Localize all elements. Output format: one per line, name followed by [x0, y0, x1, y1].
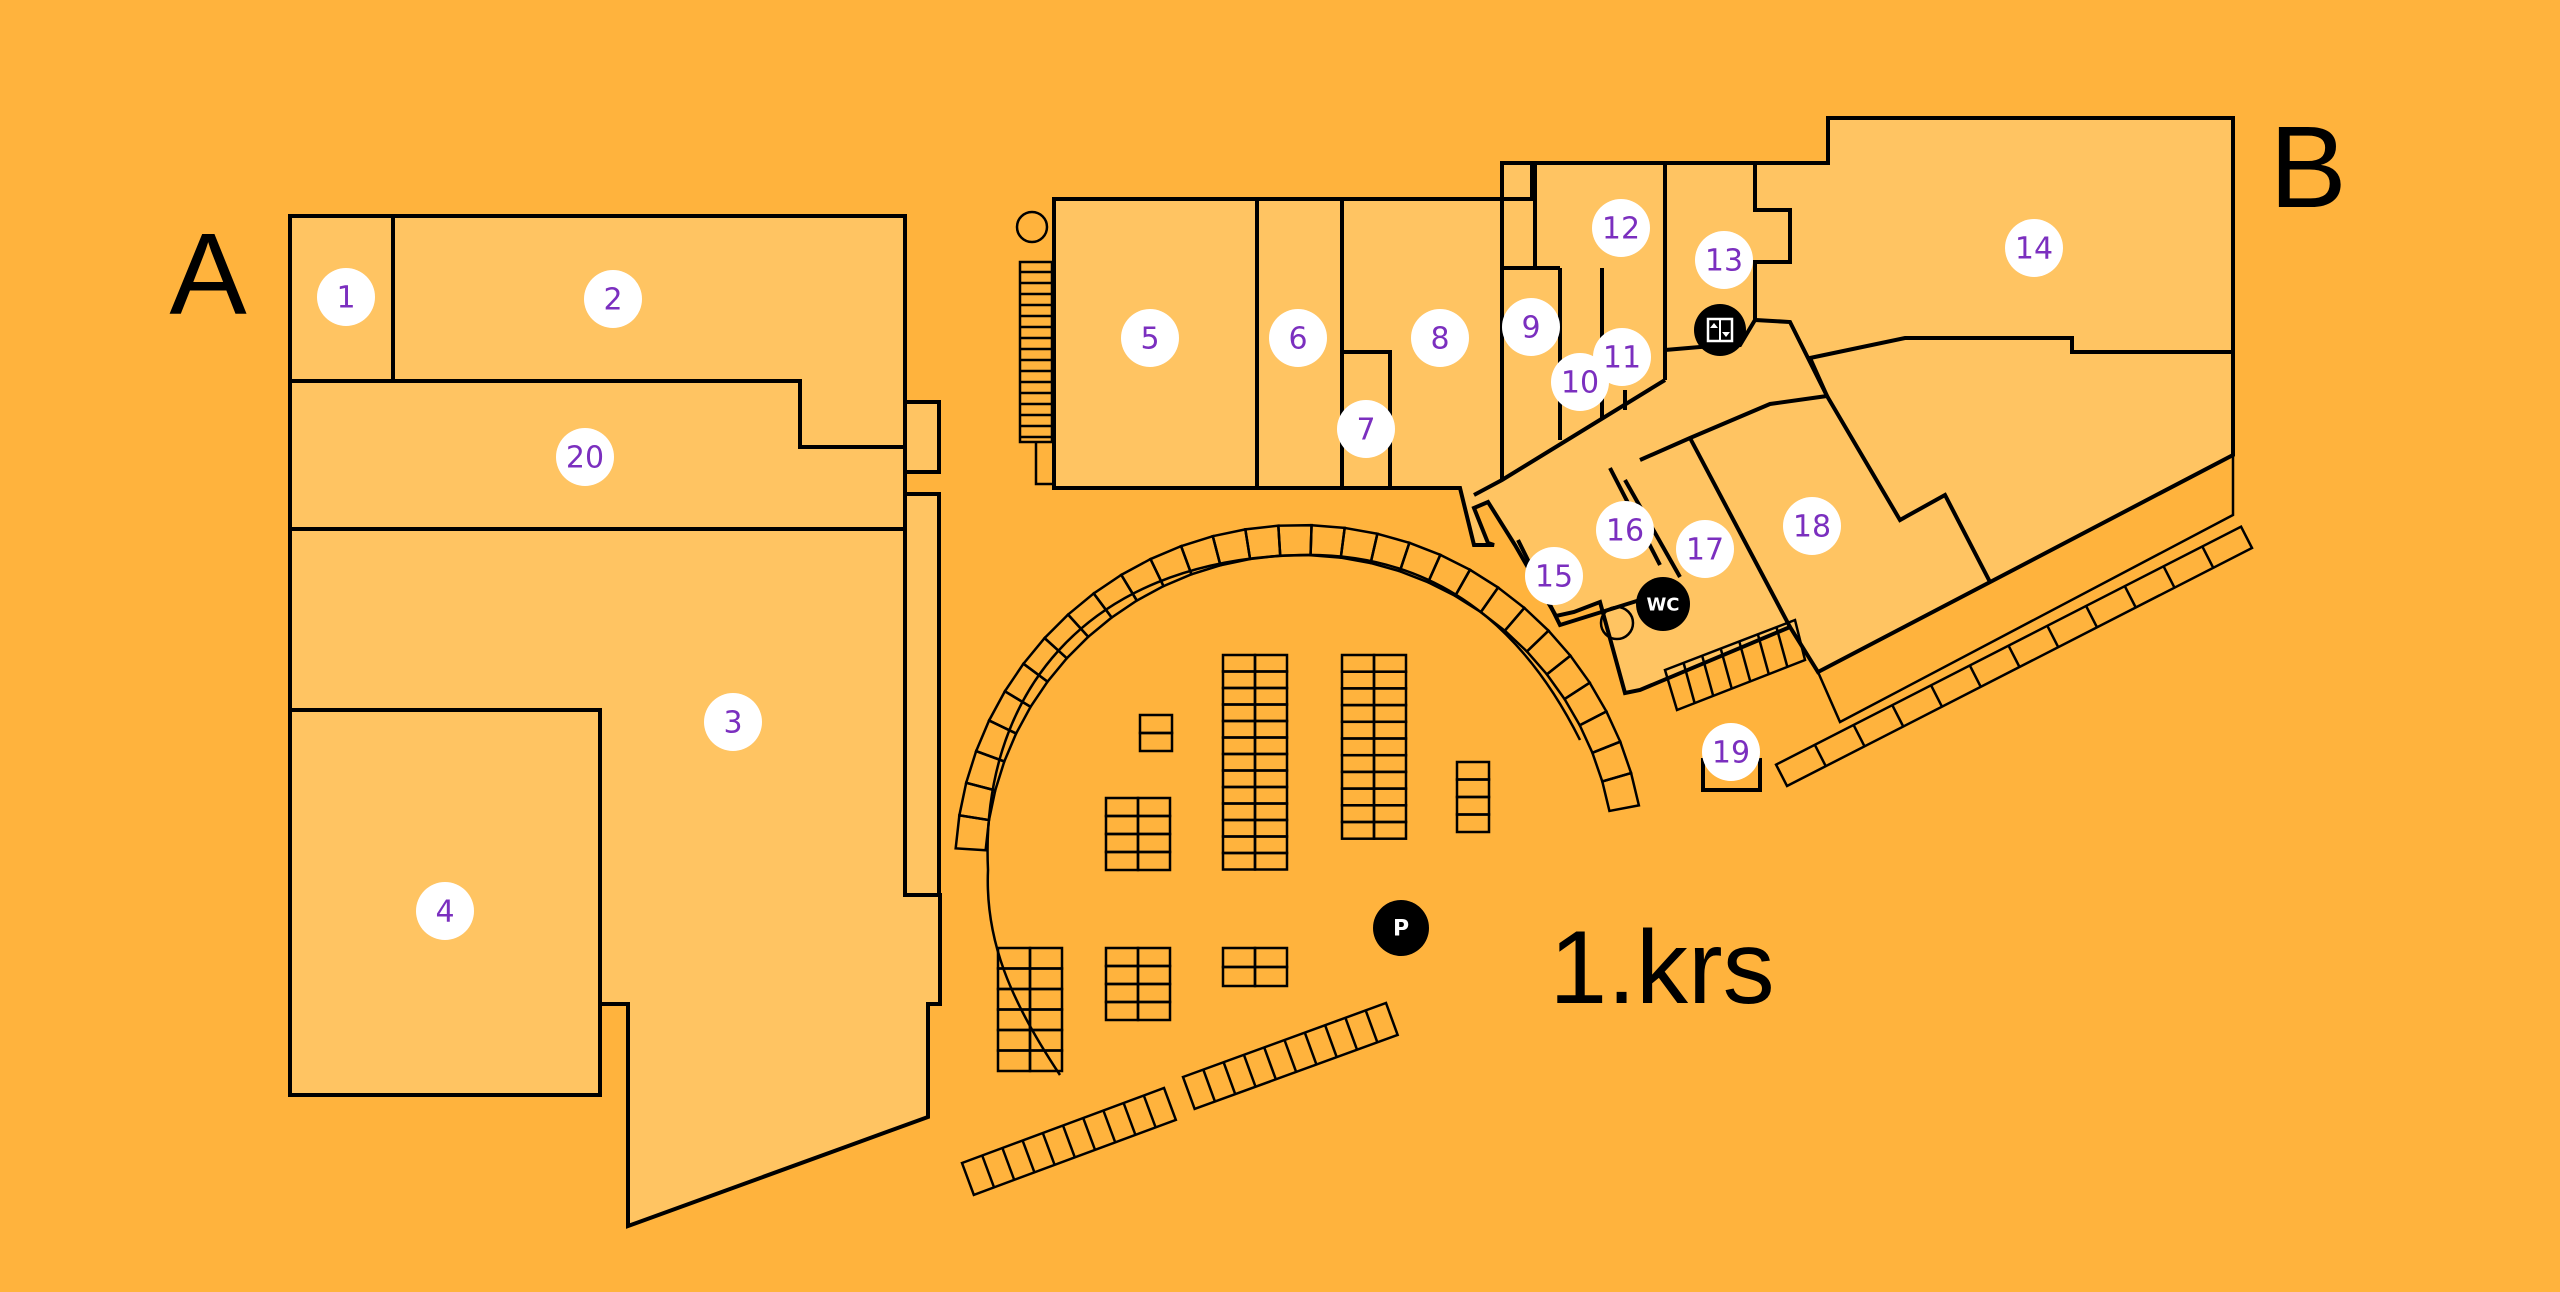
svg-text:9: 9: [1521, 311, 1540, 346]
arc-lower: [986, 869, 1062, 1076]
unit-badge-17[interactable]: 17: [1676, 520, 1734, 578]
unit-badge-7[interactable]: 7: [1337, 400, 1395, 458]
unit-badge-3[interactable]: 3: [704, 693, 762, 751]
wc-icon[interactable]: WC: [1636, 577, 1690, 631]
parking-lot: [996, 653, 1491, 1073]
svg-text:8: 8: [1430, 322, 1449, 357]
svg-text:12: 12: [1602, 212, 1640, 247]
svg-text:13: 13: [1705, 244, 1743, 279]
building-a-annex: [903, 400, 941, 474]
parking-icon[interactable]: P: [1373, 900, 1429, 956]
parking-strip-south: [960, 1001, 1400, 1197]
unit-badge-11[interactable]: 11: [1593, 328, 1651, 386]
unit-badge-12[interactable]: 12: [1592, 199, 1650, 257]
building-a-label: A: [169, 209, 247, 339]
unit-badge-5[interactable]: 5: [1121, 309, 1179, 367]
building-b-label: B: [2269, 102, 2346, 232]
unit-badge-20[interactable]: 20: [556, 428, 614, 486]
svg-text:P: P: [1393, 917, 1409, 942]
svg-text:17: 17: [1686, 533, 1724, 568]
unit-badge-19[interactable]: 19: [1702, 723, 1760, 781]
arc-inner: [986, 553, 1582, 871]
svg-text:7: 7: [1356, 413, 1375, 448]
building-a: [288, 214, 942, 1229]
unit-badge-14[interactable]: 14: [2005, 219, 2063, 277]
unit-badge-13[interactable]: 13: [1695, 231, 1753, 289]
svg-text:WC: WC: [1646, 595, 1679, 616]
unit-badge-4[interactable]: 4: [416, 882, 474, 940]
building-a-corridor: [903, 492, 941, 898]
elevator-icon[interactable]: [1694, 304, 1746, 356]
unit-badge-15[interactable]: 15: [1525, 547, 1583, 605]
unit-badge-10[interactable]: 10: [1551, 353, 1609, 411]
svg-text:10: 10: [1561, 366, 1599, 401]
wall: [290, 379, 905, 449]
svg-text:6: 6: [1288, 322, 1307, 357]
svg-text:1: 1: [336, 281, 355, 316]
svg-text:5: 5: [1140, 322, 1159, 357]
svg-text:20: 20: [566, 441, 604, 476]
building-a-outline: [288, 214, 942, 1229]
unit-badge-8[interactable]: 8: [1411, 309, 1469, 367]
unit-19-kiosk: [1701, 758, 1762, 792]
unit-badge-18[interactable]: 18: [1783, 497, 1841, 555]
svg-text:16: 16: [1606, 514, 1644, 549]
svg-text:2: 2: [603, 283, 622, 318]
unit-badge-2[interactable]: 2: [584, 270, 642, 328]
stairs-east: [1774, 524, 2254, 788]
svg-text:15: 15: [1535, 560, 1573, 595]
svg-text:3: 3: [723, 706, 742, 741]
svg-text:4: 4: [435, 895, 454, 930]
svg-text:14: 14: [2015, 232, 2053, 267]
floor-label: 1.krs: [1549, 910, 1774, 1026]
svg-text:11: 11: [1603, 341, 1641, 376]
unit-badge-16[interactable]: 16: [1596, 501, 1654, 559]
svg-text:18: 18: [1793, 510, 1831, 545]
building-b-west: [1015, 116, 2235, 724]
svg-text:19: 19: [1712, 736, 1750, 771]
unit-badge-1[interactable]: 1: [317, 268, 375, 326]
unit-badge-6[interactable]: 6: [1269, 309, 1327, 367]
unit-badge-9[interactable]: 9: [1502, 298, 1560, 356]
